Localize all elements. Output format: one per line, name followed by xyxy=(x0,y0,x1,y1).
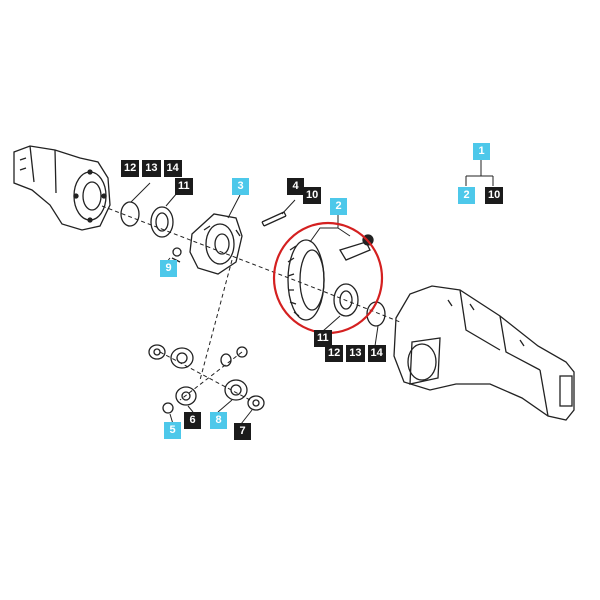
callout-7[interactable]: 7 xyxy=(234,423,251,440)
differential-case[interactable] xyxy=(189,213,243,275)
callout-11-bottom[interactable]: 11 xyxy=(314,330,332,347)
callout-10-top[interactable]: 10 xyxy=(303,187,322,204)
callout-14[interactable]: 14 xyxy=(163,160,182,177)
lower-gear-left[interactable] xyxy=(170,347,194,369)
drive-pinion[interactable] xyxy=(339,234,374,261)
legend-callout-1[interactable]: 1 xyxy=(473,143,490,160)
callout-13[interactable]: 13 xyxy=(142,160,161,177)
callout-6[interactable]: 6 xyxy=(184,412,201,429)
pin-4[interactable] xyxy=(261,211,287,227)
legend-callout-2[interactable]: 2 xyxy=(458,187,475,204)
bearing-left[interactable] xyxy=(150,206,174,238)
lower-washer-left[interactable] xyxy=(148,344,166,360)
legend-callout-10[interactable]: 10 xyxy=(485,187,504,204)
right-axle-housing[interactable] xyxy=(393,285,575,421)
ring-gear[interactable] xyxy=(287,239,325,321)
callout-9[interactable]: 9 xyxy=(160,260,177,277)
callout-5[interactable]: 5 xyxy=(164,422,181,439)
lower-gear-right-top[interactable] xyxy=(220,346,248,367)
highlight-circle xyxy=(272,221,384,335)
callout-13-bottom[interactable]: 13 xyxy=(346,345,365,362)
callout-3[interactable]: 3 xyxy=(232,178,249,195)
callout-2-main[interactable]: 2 xyxy=(330,198,347,215)
o-ring-left[interactable] xyxy=(120,201,140,227)
callout-group-12-13-14-bottom: 12 13 14 xyxy=(325,345,386,362)
left-axle-housing[interactable] xyxy=(13,145,111,231)
callout-12[interactable]: 12 xyxy=(121,160,140,177)
callout-group-12-13-14-top: 12 13 14 xyxy=(121,160,182,177)
lower-gear-6[interactable] xyxy=(175,386,197,406)
callout-11-top[interactable]: 11 xyxy=(175,178,193,195)
callout-12-bottom[interactable]: 12 xyxy=(325,345,344,362)
bearing-right[interactable] xyxy=(333,283,359,317)
lower-washer-7[interactable] xyxy=(247,395,265,411)
lower-washer-5[interactable] xyxy=(162,402,174,414)
assembly-lines xyxy=(101,205,401,401)
callout-4[interactable]: 4 xyxy=(287,178,304,195)
callout-8[interactable]: 8 xyxy=(210,412,227,429)
callout-14-bottom[interactable]: 14 xyxy=(367,345,386,362)
lower-gear-8[interactable] xyxy=(224,379,248,401)
